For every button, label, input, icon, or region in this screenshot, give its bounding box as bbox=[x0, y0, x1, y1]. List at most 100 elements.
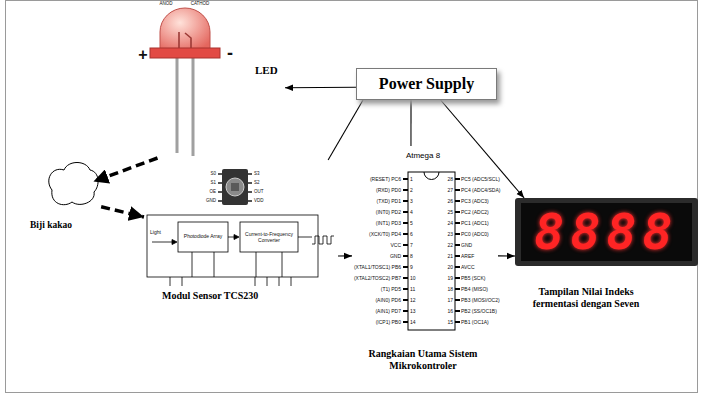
pin-name: (ICP1) PB0 bbox=[376, 320, 401, 325]
pin-number: 6 bbox=[410, 232, 413, 237]
pin-name: PB4 (MISO) bbox=[461, 287, 488, 292]
pin-label: ANOD bbox=[159, 2, 172, 7]
pin-name: AVCC bbox=[461, 265, 475, 270]
pin-name: S2 bbox=[254, 181, 260, 186]
pin-number: 26 bbox=[447, 199, 453, 204]
pin-number: 4 bbox=[410, 210, 413, 215]
pin-number: 23 bbox=[447, 232, 453, 237]
pin-name: OE bbox=[209, 190, 216, 195]
pin-number: 28 bbox=[447, 177, 453, 182]
pin-name: OUT bbox=[254, 190, 264, 195]
pin-name: VCC bbox=[390, 243, 401, 248]
pin-number: 11 bbox=[410, 287, 415, 292]
connection-arrow bbox=[338, 255, 352, 256]
pin-name: PB2 (SS/OC1B) bbox=[461, 309, 497, 314]
connection-arrow bbox=[328, 100, 363, 160]
light-path-arrow bbox=[93, 158, 157, 182]
seven-segment-display: 8888Tampilan Nilai Indeks fermentasi den… bbox=[515, 198, 698, 312]
signal-label: Light bbox=[150, 230, 161, 235]
polarity-sign: - bbox=[227, 44, 233, 62]
pin-number: 2 bbox=[410, 188, 413, 193]
sensor-block-diagram bbox=[147, 215, 334, 286]
pin-name: (AIN0) PD6 bbox=[375, 298, 401, 303]
component-label: LED bbox=[255, 64, 278, 77]
pin-number: 12 bbox=[410, 298, 416, 303]
power-supply-box: Power Supply bbox=[356, 68, 497, 100]
pin-number: 13 bbox=[410, 309, 416, 314]
connection-arrow bbox=[498, 255, 515, 256]
pin-name: GND bbox=[390, 254, 401, 259]
pin-name: S0 bbox=[210, 172, 216, 177]
pin-name: (XCK/T0) PD4 bbox=[369, 232, 401, 237]
pin-number: 22 bbox=[447, 243, 453, 248]
sensor-module: Modul Sensor TCS230 bbox=[140, 160, 338, 310]
cocoa-bean: Biji kakao bbox=[28, 160, 105, 232]
pin-number: 21 bbox=[447, 254, 453, 259]
pin-label: CATHOD bbox=[191, 2, 210, 7]
block-label: Current-to-Frequency Converter bbox=[242, 232, 296, 243]
pin-name: (XTAL2/TOSC2) PB7 bbox=[354, 276, 401, 281]
pin-name: S3 bbox=[254, 172, 260, 177]
sensor-package bbox=[220, 169, 250, 205]
pin-name: GND bbox=[461, 243, 472, 248]
frame bbox=[6, 1, 698, 393]
component-caption: Tampilan Nilai Indeks fermentasi dengan … bbox=[520, 286, 652, 309]
pin-number: 20 bbox=[447, 265, 453, 270]
pin-number: 8 bbox=[410, 254, 413, 259]
cocoa-bean-outline bbox=[49, 163, 98, 205]
pin-number: 25 bbox=[447, 210, 453, 215]
pin-number: 14 bbox=[410, 320, 416, 325]
led-component: LED bbox=[135, 2, 285, 158]
pin-number: 3 bbox=[410, 199, 413, 204]
display-digits: 8888 bbox=[521, 203, 692, 261]
pin-name: S1 bbox=[210, 181, 216, 186]
pin-name: (RXD) PD0 bbox=[376, 188, 401, 193]
chip-name: Atmega 8 bbox=[373, 151, 473, 160]
polarity-sign: + bbox=[138, 47, 147, 63]
led-symbol bbox=[150, 8, 220, 156]
pin-name: (AIN1) PD7 bbox=[375, 309, 401, 314]
connection-arrow bbox=[441, 100, 525, 198]
pin-name: (RESET) PC6 bbox=[370, 177, 401, 182]
pin-number: 17 bbox=[447, 298, 453, 303]
pin-name: PC2 (ADC2) bbox=[461, 210, 489, 215]
component-caption: Modul Sensor TCS230 bbox=[162, 290, 258, 302]
display-bezel bbox=[515, 198, 698, 266]
pin-number: 24 bbox=[447, 221, 453, 226]
connection-arrow bbox=[285, 87, 356, 89]
pin-name: (T1) PD5 bbox=[381, 287, 401, 292]
component-label: Biji kakao bbox=[30, 220, 72, 231]
pin-number: 15 bbox=[447, 320, 453, 325]
pin-number: 16 bbox=[447, 309, 453, 314]
microcontroller-chip bbox=[406, 172, 458, 330]
pin-name: PC0 (ADC0) bbox=[461, 232, 489, 237]
box-title: Power Supply bbox=[379, 75, 474, 93]
pin-name: PC3 (ADC3) bbox=[461, 199, 489, 204]
pin-name: AREF bbox=[461, 254, 474, 259]
pin-name: (XTAL1/TOSC1) PB6 bbox=[354, 265, 401, 270]
component-caption: Rangkaian Utama Sistem Mikrokontroler bbox=[367, 348, 479, 371]
pin-name: PC4 (ADC4/SDA) bbox=[461, 188, 500, 193]
pin-number: 10 bbox=[410, 276, 416, 281]
pin-number: 7 bbox=[410, 243, 413, 248]
pin-name: PC1 (ADC1) bbox=[461, 221, 489, 226]
pin-name: (TXD) PD1 bbox=[377, 199, 401, 204]
pin-name: PB3 (MOSI/OC2) bbox=[461, 298, 500, 303]
pin-number: 1 bbox=[410, 177, 413, 182]
pin-name: VDD bbox=[254, 199, 264, 204]
pin-number: 19 bbox=[447, 276, 453, 281]
pin-number: 9 bbox=[410, 265, 413, 270]
pin-name: PB5 (SCK) bbox=[461, 276, 485, 281]
pin-number: 27 bbox=[447, 188, 453, 193]
pin-number: 18 bbox=[447, 287, 453, 292]
pin-number: 5 bbox=[410, 221, 413, 226]
pin-name: PB1 (OC1A) bbox=[461, 320, 489, 325]
pin-name: (INT1) PD3 bbox=[376, 221, 401, 226]
block-label: Photodiode Array bbox=[180, 234, 226, 240]
connection-arrow bbox=[410, 100, 411, 146]
pin-name: PC5 (ADC5/SCL) bbox=[461, 177, 500, 182]
pin-name: (INT0) PD2 bbox=[376, 210, 401, 215]
light-path-arrow bbox=[101, 207, 144, 217]
